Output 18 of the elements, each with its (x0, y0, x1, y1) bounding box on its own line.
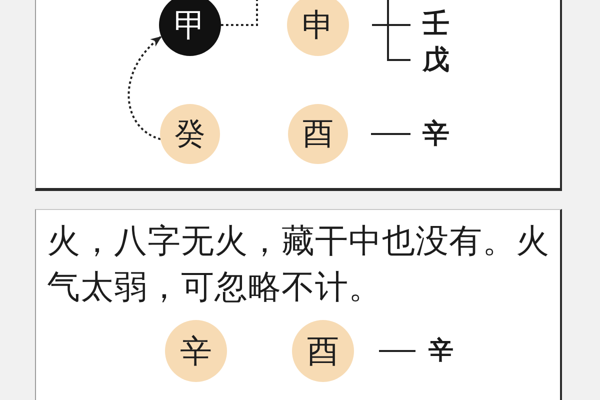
character-label: 壬 (422, 10, 450, 38)
connector-line (371, 133, 410, 135)
character-label: 戊 (422, 46, 450, 74)
bracket-line (372, 24, 410, 61)
curved-arrow (128, 36, 162, 140)
character-circle: 辛 (165, 320, 227, 382)
character-circle: 申 (287, 0, 349, 56)
character-label: 辛 (428, 338, 454, 362)
dotted-line (221, 0, 258, 26)
character-label: 辛 (422, 120, 450, 148)
panel-box (35, 209, 562, 400)
panel-box (35, 0, 562, 191)
paragraph-text: 火，八字无火，藏干中也没有。火气太弱，可忽略不计。 (47, 220, 550, 308)
character-circle: 酉 (288, 104, 348, 164)
character-circle: 癸 (160, 104, 220, 164)
character-circle: 甲 (159, 0, 221, 56)
character-circle: 酉 (292, 320, 354, 382)
connector-line (379, 350, 416, 352)
